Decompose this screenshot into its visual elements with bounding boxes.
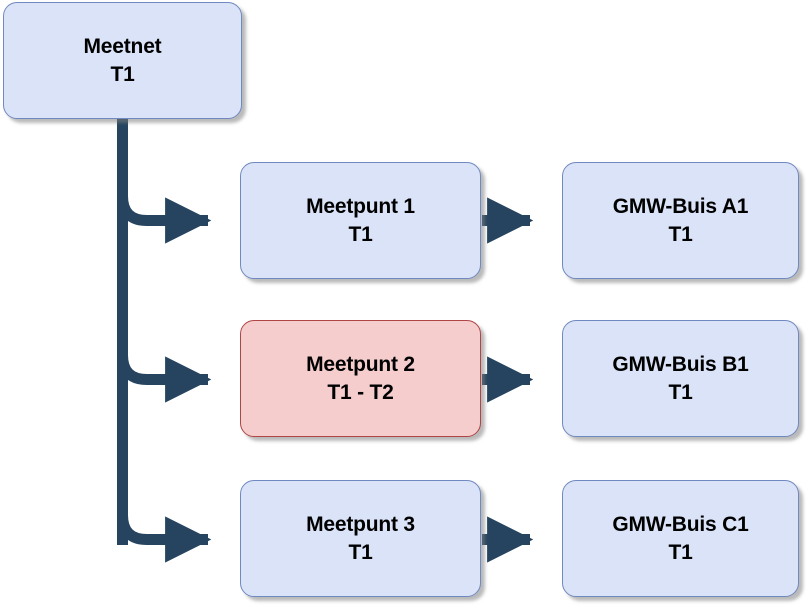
node-gmw-buis-b1-line1: GMW-Buis B1 xyxy=(612,352,749,376)
node-meetpunt-2-line2: T1 - T2 xyxy=(327,380,394,404)
node-meetpunt-3-line2: T1 xyxy=(348,540,373,564)
node-meetpunt-2-line1: Meetpunt 2 xyxy=(306,352,415,376)
edge-meetnet-to-meetpunt-1 xyxy=(117,195,212,244)
node-meetpunt-1[interactable]: Meetpunt 1 T1 xyxy=(240,162,481,279)
node-gmw-buis-c1[interactable]: GMW-Buis C1 T1 xyxy=(562,480,799,597)
node-meetnet-line1: Meetnet xyxy=(83,34,162,58)
node-gmw-buis-a1[interactable]: GMW-Buis A1 T1 xyxy=(562,162,799,279)
node-gmw-buis-a1-line2: T1 xyxy=(668,222,693,246)
node-meetpunt-3-line1: Meetpunt 3 xyxy=(306,512,415,536)
node-meetpunt-2[interactable]: Meetpunt 2 T1 - T2 xyxy=(240,320,481,437)
edge-meetnet-to-meetpunt-3 xyxy=(117,514,212,563)
node-meetnet[interactable]: Meetnet T1 xyxy=(3,2,242,119)
node-gmw-buis-b1-line2: T1 xyxy=(668,380,693,404)
node-gmw-buis-c1-line2: T1 xyxy=(668,540,693,564)
node-meetpunt-1-line2: T1 xyxy=(348,222,373,246)
node-meetpunt-1-line1: Meetpunt 1 xyxy=(306,194,415,218)
node-gmw-buis-c1-line1: GMW-Buis C1 xyxy=(612,512,749,536)
node-meetpunt-3[interactable]: Meetpunt 3 T1 xyxy=(240,480,481,597)
edge-meetnet-to-meetpunt-2 xyxy=(117,354,212,403)
node-meetnet-line2: T1 xyxy=(110,62,135,86)
node-gmw-buis-b1[interactable]: GMW-Buis B1 T1 xyxy=(562,320,799,437)
node-gmw-buis-a1-line1: GMW-Buis A1 xyxy=(612,194,749,218)
